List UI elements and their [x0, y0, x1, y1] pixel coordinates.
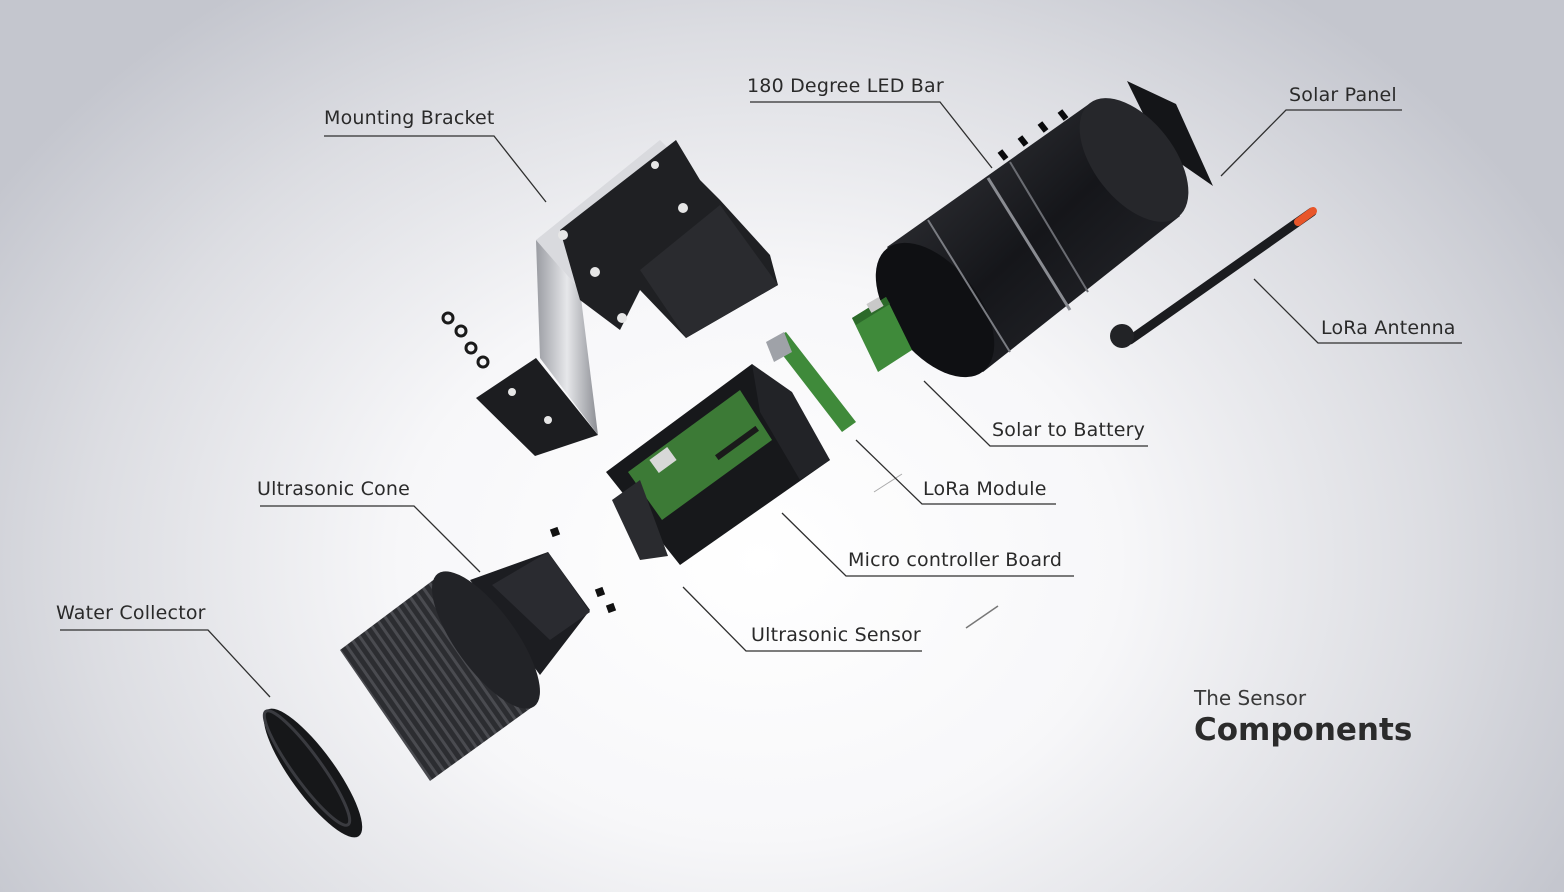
- stray-wire-part: [965, 605, 999, 629]
- antenna-part: [1110, 207, 1317, 348]
- caption-title: Components: [1194, 712, 1413, 748]
- mounting-bracket-part: [476, 140, 778, 456]
- leader-microcontroller: [781, 512, 1074, 577]
- leader-ultrasonic-cone: [260, 505, 481, 573]
- label-led-bar: 180 Degree LED Bar: [747, 75, 944, 97]
- label-mounting-bracket: Mounting Bracket: [324, 107, 495, 129]
- leader-lines: [60, 101, 1462, 698]
- ribbed-body-part: [340, 571, 540, 781]
- solar-battery-board-part: [852, 297, 912, 372]
- label-water-collector: Water Collector: [56, 602, 206, 624]
- leader-solar-to-battery: [923, 380, 1148, 447]
- leader-lora-antenna: [1253, 278, 1462, 344]
- leader-mounting-bracket: [324, 135, 547, 203]
- caption-subtitle: The Sensor: [1194, 686, 1307, 710]
- label-ultrasonic-sensor: Ultrasonic Sensor: [751, 624, 921, 646]
- leader-led-bar: [750, 101, 993, 169]
- label-lora-module: LoRa Module: [923, 478, 1047, 500]
- label-solar-to-battery: Solar to Battery: [992, 419, 1146, 441]
- leader-ultrasonic-sensor: [682, 586, 922, 652]
- fastener-parts: [441, 311, 490, 369]
- leader-solar-panel: [1220, 109, 1402, 177]
- label-ultrasonic-cone: Ultrasonic Cone: [257, 478, 411, 500]
- small-screws-part: [549, 526, 617, 614]
- ultrasonic-cone-part: [470, 552, 590, 675]
- microcontroller-enclosure-part: [606, 364, 830, 565]
- leader-lora-module: [855, 439, 1056, 505]
- label-microcontroller-board: Micro controller Board: [848, 549, 1063, 571]
- label-solar-panel: Solar Panel: [1289, 84, 1397, 106]
- water-collector-part: [262, 708, 363, 838]
- leader-water-collector: [60, 629, 271, 698]
- stray-wire-part-2: [873, 473, 903, 493]
- lora-module-part: [766, 332, 856, 432]
- solar-panel-part: [1127, 81, 1213, 186]
- main-housing-part: [875, 98, 1189, 378]
- label-lora-antenna: LoRa Antenna: [1321, 317, 1456, 339]
